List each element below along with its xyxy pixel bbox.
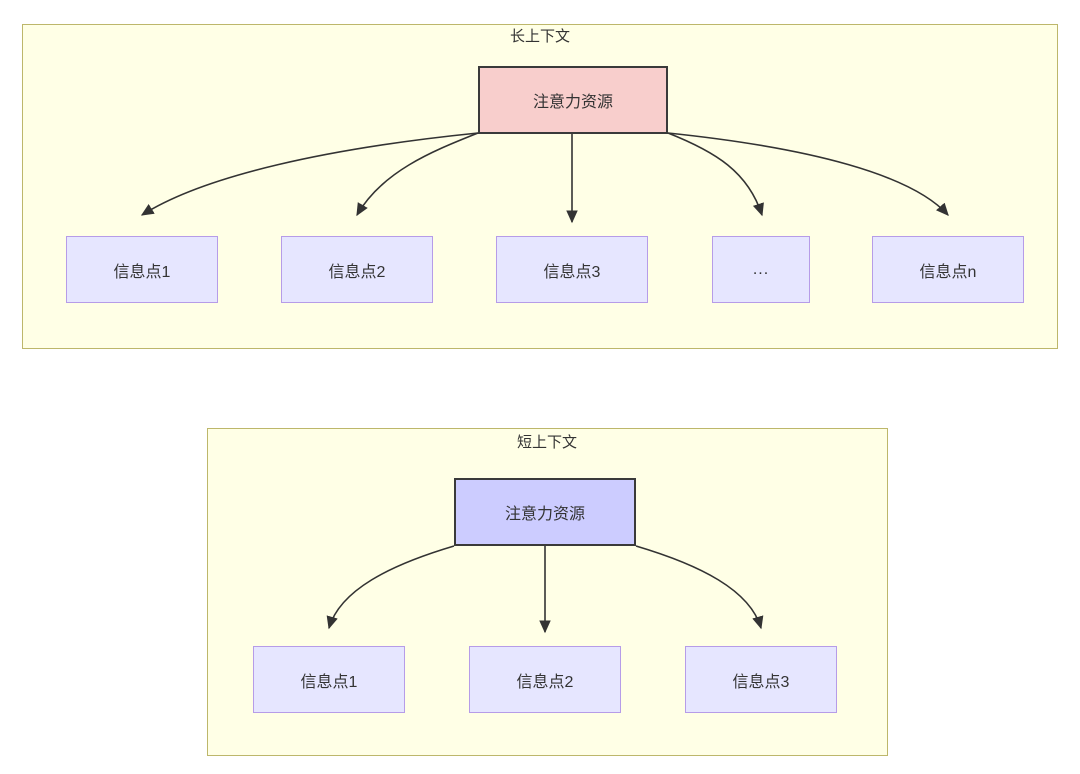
group-title-short-context: 短上下文 <box>516 434 577 451</box>
node-attention-resource-long[interactable]: 注意力资源 <box>478 66 668 134</box>
group-title-long-context: 长上下文 <box>509 28 570 45</box>
node-info-point-2-long[interactable]: 信息点2 <box>281 236 433 303</box>
node-info-point-3-short[interactable]: 信息点3 <box>685 646 837 713</box>
node-attention-resource-short[interactable]: 注意力资源 <box>454 478 636 546</box>
node-info-point-ellipsis-long[interactable]: ... <box>712 236 810 303</box>
node-info-point-1-short[interactable]: 信息点1 <box>253 646 405 713</box>
node-info-point-2-short[interactable]: 信息点2 <box>469 646 621 713</box>
node-info-point-n-long[interactable]: 信息点n <box>872 236 1024 303</box>
node-info-point-3-long[interactable]: 信息点3 <box>496 236 648 303</box>
node-info-point-1-long[interactable]: 信息点1 <box>66 236 218 303</box>
